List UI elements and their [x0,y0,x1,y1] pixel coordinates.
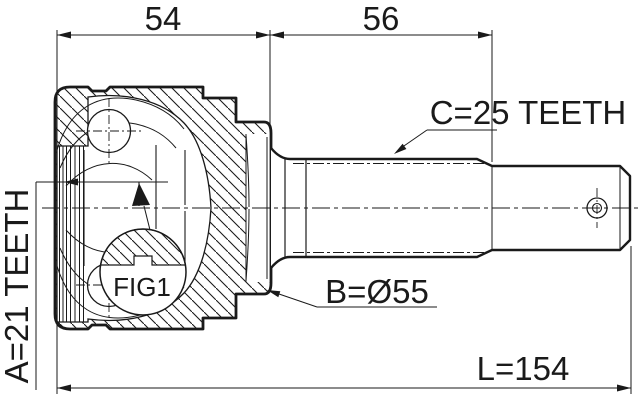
housing-outline [53,85,273,331]
dim-a-arrow-icon [64,178,78,186]
dim-housing-width: 54 [145,0,182,37]
housing-hatched-wall [55,87,271,329]
label-c-arrow-icon [394,143,407,154]
fig1-label: FIG1 [113,272,171,302]
cavity-outline [56,94,212,323]
label-b-arrow-icon [267,290,281,298]
fig1-detail-circle: FIG1 [99,228,187,316]
label-shaft-spline-teeth: C=25 TEETH [430,94,627,131]
fig1-leader [132,183,151,231]
dimension-annotations: 54 56 L=154 A=21 TEETH C=25 TEETH B=Ø55 [0,0,632,394]
ball-track-curves-upper [56,97,185,187]
dim-spline-length: 56 [363,0,400,37]
bearing-ball-upper [76,98,142,164]
dim-total-length: L=154 [477,350,570,387]
label-housing-diameter: B=Ø55 [325,273,429,310]
dim-a-line [36,178,168,186]
fig1-tooth-profile [99,228,187,266]
spline-section [293,163,486,253]
shaft-body-fill [271,148,630,268]
fig1-leader-arrow-icon [132,183,150,206]
label-inner-spline-teeth: A=21 TEETH [0,189,35,384]
